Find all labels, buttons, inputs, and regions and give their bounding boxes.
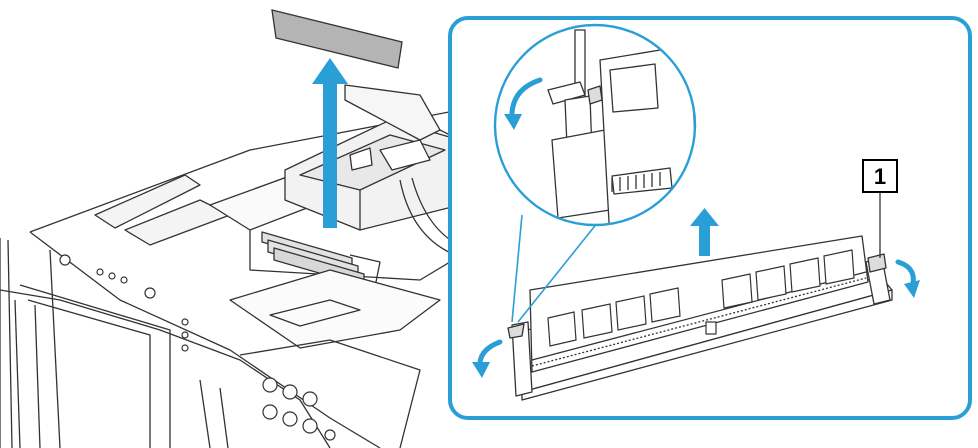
release-arrow-icon <box>690 208 719 256</box>
chassis-screws <box>59 254 336 441</box>
callout-1: 1 <box>862 159 898 258</box>
lift-arrow-icon <box>312 58 348 228</box>
removed-memory-module <box>271 9 403 69</box>
magnifier-connector <box>511 214 599 323</box>
computer-chassis <box>0 84 473 448</box>
memory-slot <box>507 253 893 401</box>
memory-chips <box>547 249 855 347</box>
magnified-latch-detail <box>493 23 697 227</box>
callout-number: 1 <box>874 164 886 189</box>
